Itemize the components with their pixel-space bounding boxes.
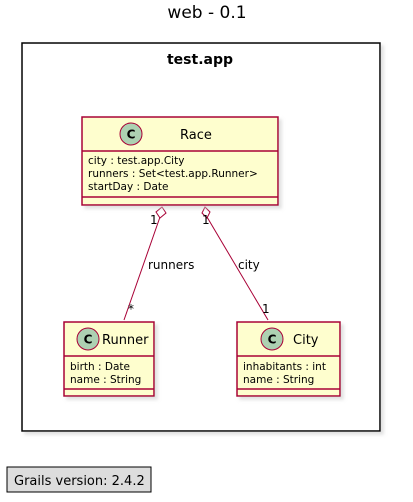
class-attribute: name : String — [70, 374, 141, 386]
to-multiplicity: 1 — [262, 302, 270, 316]
class-circle-icon — [76, 327, 100, 351]
class-runner: C Runner birth : Date name : String — [63, 321, 155, 397]
footer-legend: Grails version: 2.4.2 — [6, 466, 152, 493]
relation-label: runners — [148, 258, 194, 272]
relation-race-city: city 1 1 — [201, 206, 270, 321]
class-race: C Race city : test.app.City runners : Se… — [81, 116, 279, 206]
class-city: C City inhabitants : int name : String — [236, 321, 341, 397]
class-attribute: runners : Set<test.app.Runner> — [88, 168, 258, 180]
diagram-title: web - 0.1 — [167, 3, 246, 23]
package-title: test.app — [167, 52, 233, 68]
from-multiplicity: 1 — [202, 213, 210, 227]
class-stereotype-letter: C — [268, 333, 277, 347]
class-attribute: city : test.app.City — [88, 155, 184, 167]
class-name: City — [293, 333, 319, 348]
class-attribute: inhabitants : int — [243, 361, 326, 373]
class-attribute: name : String — [243, 374, 314, 386]
class-name: Race — [180, 128, 212, 143]
grails-version-label: Grails version: 2.4.2 — [14, 474, 145, 489]
class-circle-icon — [119, 122, 143, 146]
class-name: Runner — [102, 333, 149, 348]
class-attribute: startDay : Date — [88, 181, 169, 193]
aggregation-diamond — [155, 206, 167, 219]
relation-race-runners: runners 1 * — [123, 206, 194, 321]
class-stereotype-letter: C — [127, 128, 136, 142]
relation-label: city — [238, 258, 260, 272]
class-stereotype-letter: C — [84, 333, 93, 347]
class-attribute: birth : Date — [70, 361, 130, 373]
aggregation-diamond — [201, 206, 211, 219]
class-circle-icon — [260, 327, 284, 351]
to-multiplicity: * — [128, 302, 134, 316]
from-multiplicity: 1 — [150, 213, 158, 227]
